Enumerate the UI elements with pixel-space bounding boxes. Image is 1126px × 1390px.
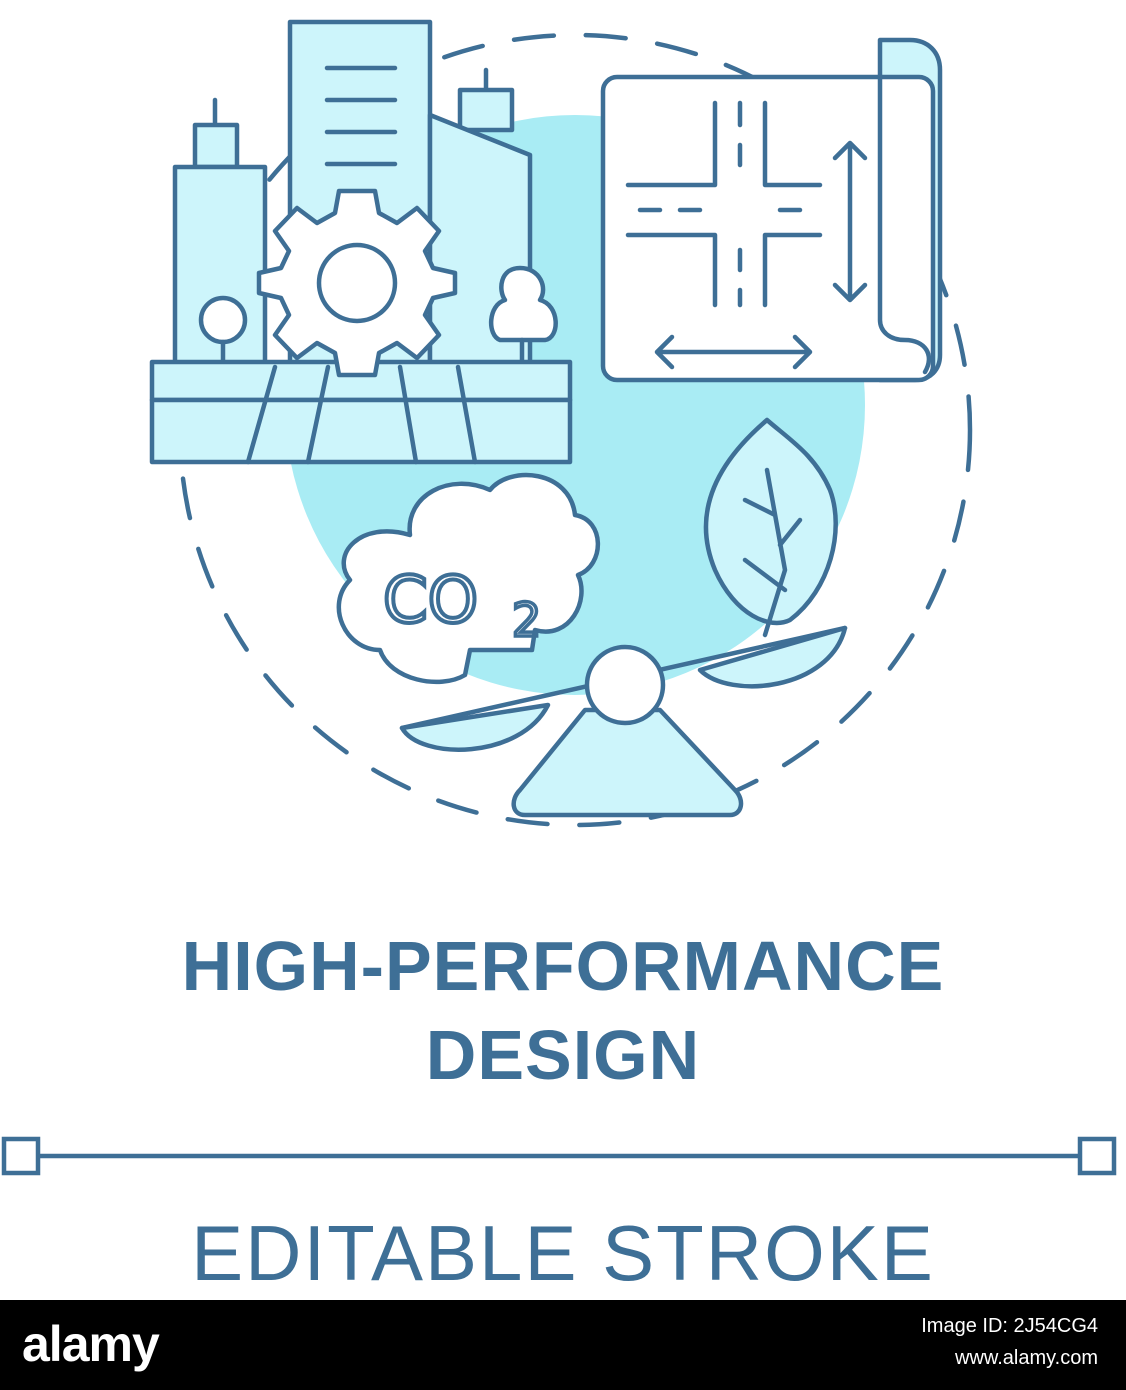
editable-stroke-bar: [1, 1136, 1117, 1176]
balance-scale-icon: [399, 625, 848, 818]
concept-illustration: CO 2: [149, 19, 973, 828]
alamy-logo: alamy: [22, 1316, 160, 1372]
watermark-footer: alamy Image ID: 2J54CG4 www.alamy.com: [0, 1300, 1126, 1390]
co2-cloud-icon: CO 2: [336, 472, 601, 685]
editable-stroke-label: EDITABLE STROKE: [191, 1209, 935, 1297]
leaf-icon: [703, 417, 838, 638]
co2-label: CO: [383, 564, 478, 638]
road-plan-blueprint-icon: [600, 37, 943, 383]
left-anchor-handle: [1, 1136, 41, 1176]
gear-icon: [256, 188, 458, 378]
concept-title-line-2: DESIGN: [425, 1016, 701, 1094]
site-url: www.alamy.com: [955, 1347, 1098, 1369]
concept-title-line-1: HIGH-PERFORMANCE: [181, 927, 945, 1005]
image-id: Image ID: 2J54CG4: [921, 1315, 1098, 1337]
co2-subscript: 2: [512, 593, 541, 647]
right-anchor-handle: [1077, 1136, 1117, 1176]
